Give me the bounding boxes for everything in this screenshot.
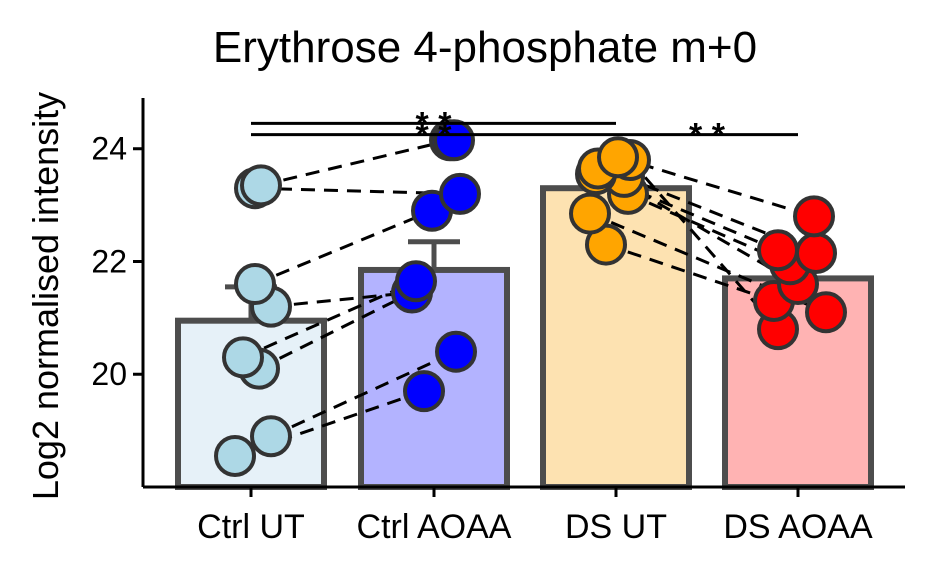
data-point [214, 434, 256, 477]
data-point [795, 232, 837, 275]
data-point [569, 192, 611, 235]
x-tick-label: Ctrl AOAA [357, 508, 512, 546]
paired-line [270, 291, 413, 309]
data-point [403, 370, 445, 413]
significance-label: * * [689, 117, 726, 155]
y-tick-label: 24 [91, 131, 127, 167]
data-point [395, 260, 437, 303]
data-point [435, 330, 477, 373]
significance-layer: * ** ** * [251, 105, 798, 155]
x-tick-label: DS AOAA [723, 508, 873, 546]
data-point [757, 229, 799, 272]
data-point [793, 195, 835, 238]
bar-3 [722, 275, 874, 490]
paired-line [617, 155, 815, 218]
data-point [805, 291, 847, 334]
x-tick-label: DS UT [565, 508, 667, 546]
data-point [597, 136, 639, 179]
data-point [250, 415, 292, 458]
y-tick-label: 20 [91, 356, 127, 392]
paired-line [254, 209, 433, 286]
data-point [222, 336, 264, 379]
significance-label: * * [416, 105, 453, 143]
data-point [234, 263, 276, 306]
data-point [433, 119, 475, 162]
points-layer [214, 119, 847, 477]
paired-line [270, 350, 457, 438]
paired-line [258, 291, 413, 370]
paired-line [260, 138, 451, 187]
chart-title: Erythrose 4-phosphate m+0 [213, 23, 757, 72]
paired-line [605, 243, 775, 303]
data-point [240, 164, 282, 207]
y-axis-label: Log2 normalised intensity [25, 92, 66, 500]
x-tick-label: Ctrl UT [197, 508, 305, 546]
y-tick-label: 22 [91, 243, 127, 279]
data-point [439, 172, 481, 215]
paired-line [242, 279, 417, 359]
